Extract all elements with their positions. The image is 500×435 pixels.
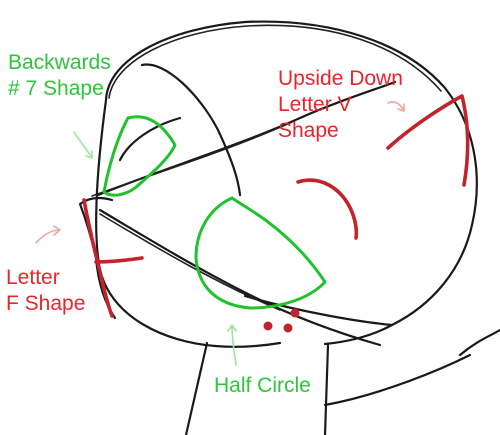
label-line: # 7 Shape [8, 77, 104, 100]
red-arrow-upside-down-v [387, 101, 405, 112]
upside-down-v-shape [386, 94, 470, 187]
label-line: F Shape [6, 292, 86, 315]
goggle-band-sketch [91, 121, 293, 311]
half-circle-shape [194, 196, 327, 310]
label-letter-f-shape: Letter F Shape [6, 265, 85, 317]
letter-f-shape [82, 198, 144, 318]
cheek-curve [296, 178, 359, 240]
label-line: Upside Down [278, 67, 403, 90]
nostril-dot [283, 323, 293, 333]
label-line: Shape [278, 119, 339, 142]
label-line: Letter [6, 266, 60, 289]
goggle-band-bottom [98, 208, 394, 347]
label-half-circle: Half Circle [214, 373, 311, 399]
green-arrow-backwards7 [73, 131, 93, 159]
nostril-dot [263, 321, 273, 331]
backwards-7-shape [102, 115, 177, 197]
nostril-dot [290, 308, 300, 318]
brow-line [118, 63, 242, 197]
label-line: Backwards [8, 51, 111, 74]
neck-line [184, 341, 330, 435]
label-line: Letter V [278, 93, 352, 116]
label-upside-down-v-shape: Upside Down Letter V Shape [278, 66, 403, 144]
head-outline-sketch [108, 24, 442, 99]
label-line: Half Circle [214, 374, 311, 397]
head-outline [95, 20, 478, 348]
label-backwards-7-shape: Backwards # 7 Shape [8, 50, 111, 102]
green-arrow-half-circle [227, 324, 237, 366]
red-arrow-letter-f [35, 225, 61, 244]
shoulder-line [323, 328, 500, 407]
